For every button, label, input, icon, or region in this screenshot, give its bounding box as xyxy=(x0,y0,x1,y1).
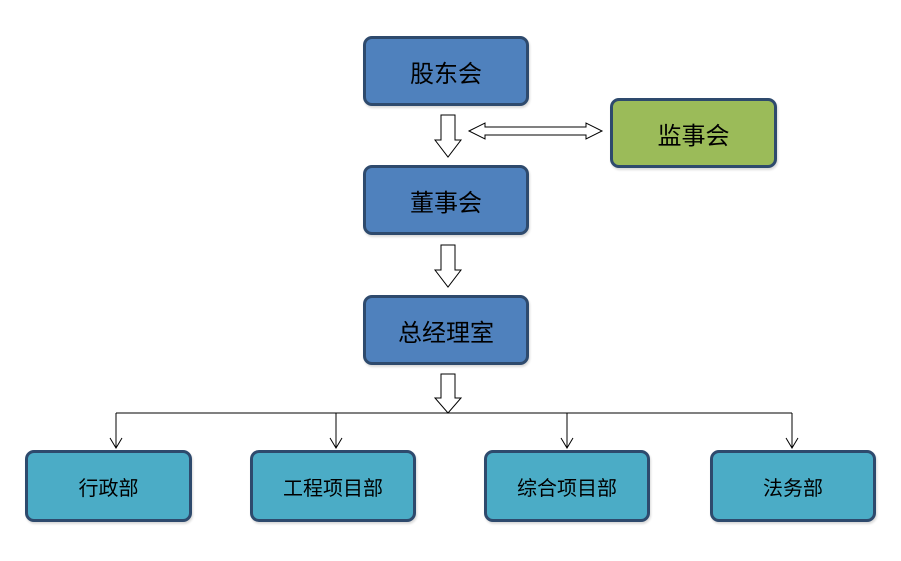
down-arrow-gm-to-departments xyxy=(433,373,463,414)
branch-drop-integrated xyxy=(560,413,574,449)
double-arrow-to-supervisors xyxy=(467,122,604,140)
node-department-admin: 行政部 xyxy=(25,450,192,522)
node-department-integrated: 综合项目部 xyxy=(484,450,650,522)
node-supervisors: 监事会 xyxy=(610,98,777,168)
branch-drop-admin xyxy=(109,413,123,449)
node-department-engineering: 工程项目部 xyxy=(250,450,416,522)
branch-drop-legal xyxy=(785,413,799,449)
down-arrow-board-to-gm xyxy=(433,244,463,288)
branch-drop-engineering xyxy=(329,413,343,449)
node-board: 董事会 xyxy=(363,165,529,235)
down-arrow-shareholders-to-board xyxy=(433,114,463,158)
node-shareholders: 股东会 xyxy=(363,36,529,106)
node-department-legal: 法务部 xyxy=(710,450,876,522)
node-gm-office: 总经理室 xyxy=(363,295,529,365)
